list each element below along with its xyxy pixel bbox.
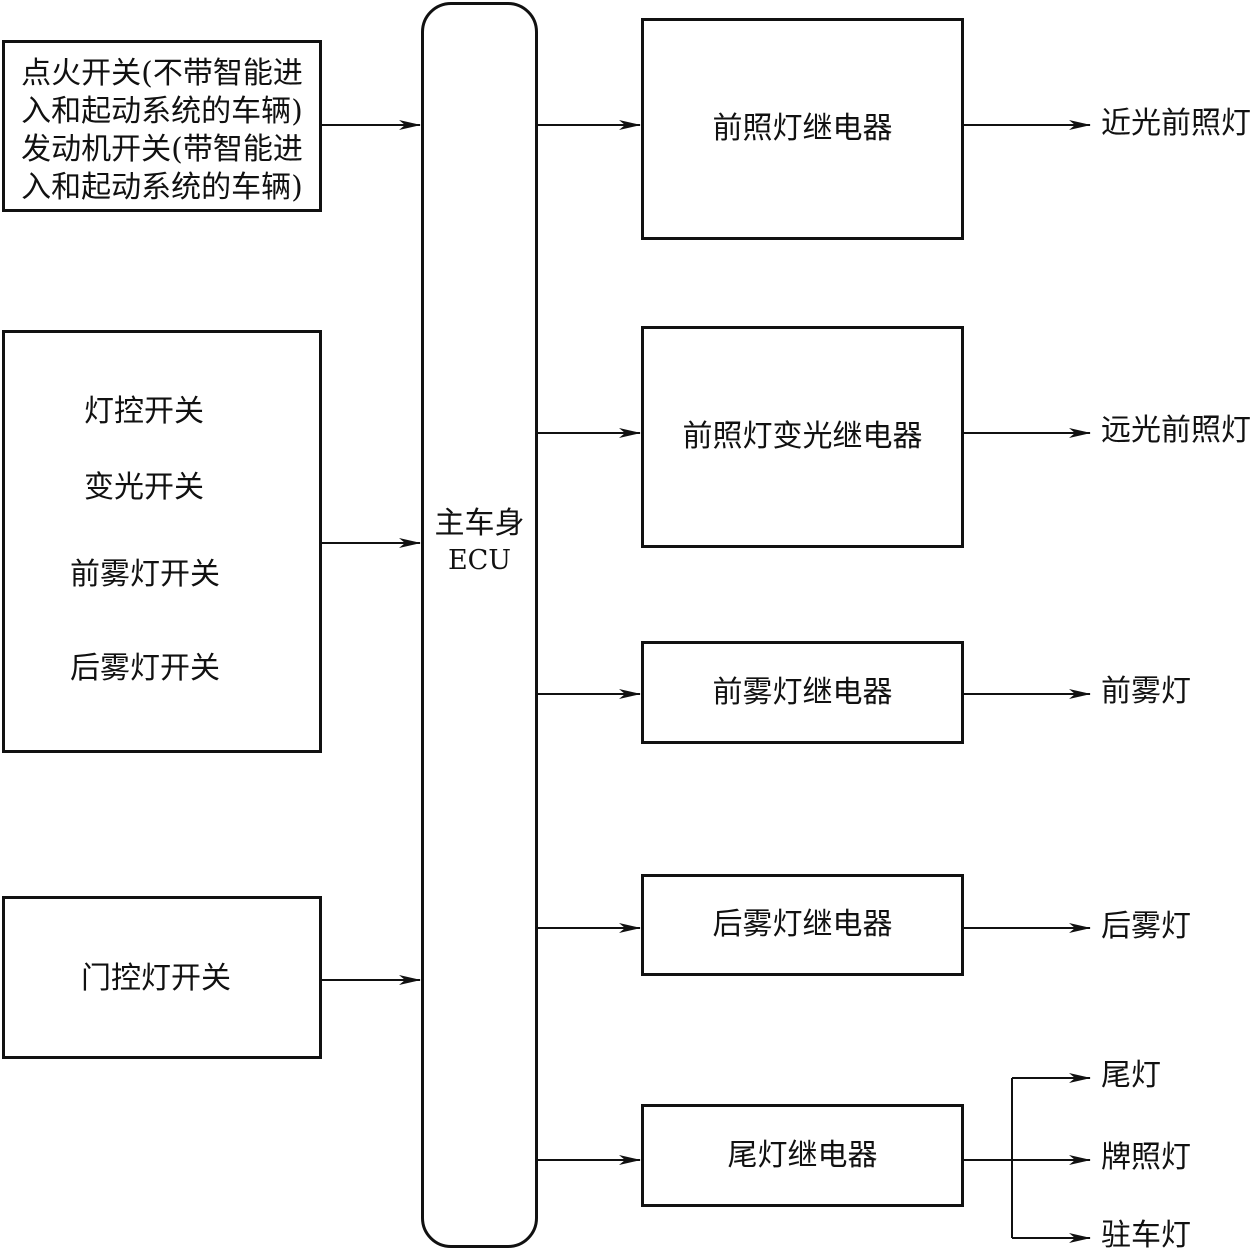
tail-lamp-relay-box: 尾灯继电器 bbox=[641, 1104, 964, 1207]
tail-lamp-label: 尾灯 bbox=[1101, 1058, 1161, 1093]
headlamp-relay-label: 前照灯继电器 bbox=[712, 111, 893, 146]
license-plate-lamp-label: 牌照灯 bbox=[1101, 1140, 1191, 1175]
rear-fog-switch-label: 后雾灯开关 bbox=[70, 651, 220, 686]
ignition-line-1: 点火开关(不带智能进 bbox=[21, 56, 303, 91]
tail-lamp-relay-label: 尾灯继电器 bbox=[727, 1137, 878, 1173]
ignition-line-3: 发动机开关(带智能进 bbox=[21, 132, 303, 167]
front-fog-lamp-label: 前雾灯 bbox=[1101, 674, 1191, 709]
rear-fog-relay-label: 后雾灯继电器 bbox=[712, 907, 893, 942]
parking-lamp-label: 驻车灯 bbox=[1101, 1218, 1191, 1253]
ignition-switch-box: 点火开关(不带智能进 入和起动系统的车辆) 发动机开关(带智能进 入和起动系统的… bbox=[2, 40, 322, 212]
door-switch-label: 门控灯开关 bbox=[81, 960, 231, 996]
front-fog-relay-box: 前雾灯继电器 bbox=[641, 641, 964, 744]
dimmer-relay-label: 前照灯变光继电器 bbox=[682, 419, 923, 454]
high-beam-headlamp-label: 远光前照灯 bbox=[1101, 413, 1251, 448]
dimmer-switch-label: 变光开关 bbox=[84, 470, 204, 505]
ignition-line-4: 入和起动系统的车辆) bbox=[21, 170, 303, 205]
main-body-ecu: 主车身 ECU bbox=[421, 2, 538, 1248]
ignition-line-2: 入和起动系统的车辆) bbox=[21, 94, 303, 129]
light-control-switch-label: 灯控开关 bbox=[84, 394, 204, 429]
headlamp-relay-box: 前照灯继电器 bbox=[641, 18, 964, 240]
light-switches-box bbox=[2, 330, 322, 753]
rear-fog-lamp-label: 后雾灯 bbox=[1101, 909, 1191, 944]
ecu-label-line-2: ECU bbox=[447, 545, 512, 576]
front-fog-switch-label: 前雾灯开关 bbox=[70, 557, 220, 592]
door-switch-box: 门控灯开关 bbox=[2, 896, 322, 1059]
front-fog-relay-label: 前雾灯继电器 bbox=[712, 674, 893, 710]
ecu-label-line-1: 主车身 bbox=[434, 506, 525, 541]
rear-fog-relay-box: 后雾灯继电器 bbox=[641, 874, 964, 976]
low-beam-headlamp-label: 近光前照灯 bbox=[1101, 106, 1251, 141]
dimmer-relay-box: 前照灯变光继电器 bbox=[641, 326, 964, 548]
